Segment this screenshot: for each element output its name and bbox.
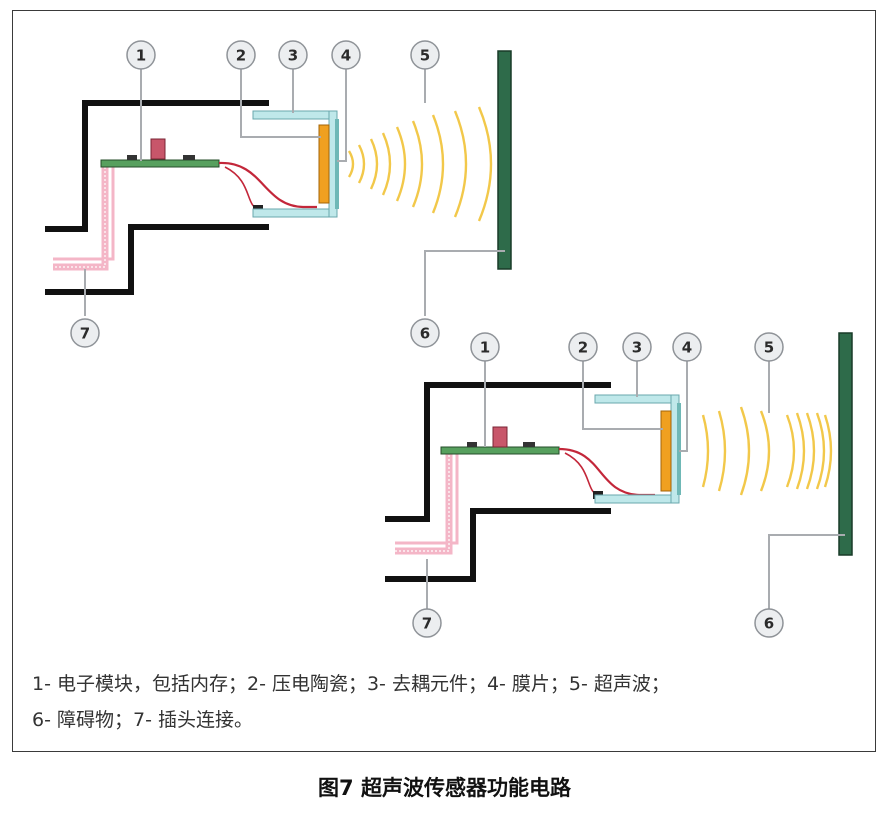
svg-text:7: 7 bbox=[422, 615, 432, 633]
figure-caption: 图7 超声波传感器功能电路 bbox=[318, 776, 571, 800]
svg-text:3: 3 bbox=[288, 47, 298, 65]
ultrasonic-waves-lower bbox=[701, 406, 833, 496]
callout-4-lower: 4 bbox=[672, 332, 702, 362]
wire-upper bbox=[218, 161, 317, 209]
memory-chip-lower bbox=[492, 426, 508, 448]
svg-text:3: 3 bbox=[632, 339, 642, 357]
callout-2-upper: 2 bbox=[226, 40, 256, 70]
ultrasonic-sensor-diagram: 1 2 3 4 5 7 6 1 bbox=[45, 40, 853, 638]
legend-line-1: 1- 电子模块，包括内存；2- 压电陶瓷；3- 去耦元件；4- 膜片；5- 超声… bbox=[32, 673, 670, 695]
sensor-upper bbox=[45, 50, 512, 316]
memory-chip-upper bbox=[150, 138, 166, 160]
callout-7-lower: 7 bbox=[412, 608, 442, 638]
plug-connection-upper bbox=[53, 163, 115, 271]
legend: 1- 电子模块，包括内存；2- 压电陶瓷；3- 去耦元件；4- 膜片；5- 超声… bbox=[32, 666, 872, 738]
wire-lower bbox=[558, 447, 655, 497]
plug-connection-lower bbox=[395, 451, 459, 555]
callout-3-upper: 3 bbox=[278, 40, 308, 70]
svg-text:1: 1 bbox=[480, 339, 490, 357]
ultrasonic-waves-upper bbox=[347, 106, 493, 222]
legend-line-2: 6- 障碍物；7- 插头连接。 bbox=[32, 709, 253, 731]
callout-7-upper: 7 bbox=[70, 318, 100, 348]
diaphragm-lower bbox=[677, 403, 681, 495]
callout-6-upper: 6 bbox=[410, 318, 440, 348]
callout-6-lower: 6 bbox=[754, 608, 784, 638]
housing-lower-inner bbox=[385, 508, 611, 582]
svg-text:6: 6 bbox=[420, 325, 430, 343]
svg-text:2: 2 bbox=[578, 339, 588, 357]
electronic-module-upper bbox=[100, 159, 220, 168]
svg-text:7: 7 bbox=[80, 325, 90, 343]
figure-frame: 1 2 3 4 5 7 6 1 bbox=[12, 10, 876, 752]
callout-1-upper: 1 bbox=[126, 40, 156, 70]
housing-lower-outer bbox=[385, 382, 611, 522]
callout-3-lower: 3 bbox=[622, 332, 652, 362]
housing-upper-inner bbox=[45, 224, 269, 295]
svg-text:5: 5 bbox=[420, 47, 430, 65]
callout-5-lower: 5 bbox=[754, 332, 784, 362]
svg-text:1: 1 bbox=[136, 47, 146, 65]
svg-text:4: 4 bbox=[682, 339, 692, 357]
svg-text:5: 5 bbox=[764, 339, 774, 357]
svg-text:6: 6 bbox=[764, 615, 774, 633]
svg-text:2: 2 bbox=[236, 47, 246, 65]
obstacle-upper bbox=[497, 50, 512, 270]
obstacle-lower bbox=[838, 332, 853, 556]
electronic-module-lower bbox=[440, 446, 560, 455]
piezo-ceramic-upper bbox=[318, 124, 330, 204]
piezo-ceramic-lower bbox=[660, 410, 672, 492]
svg-text:4: 4 bbox=[341, 47, 351, 65]
callout-1-lower: 1 bbox=[470, 332, 500, 362]
callout-2-lower: 2 bbox=[568, 332, 598, 362]
housing-upper-outer bbox=[45, 100, 269, 232]
sensor-lower bbox=[385, 332, 853, 613]
callout-5-upper: 5 bbox=[410, 40, 440, 70]
callout-4-upper: 4 bbox=[331, 40, 361, 70]
diaphragm-upper bbox=[335, 119, 339, 209]
